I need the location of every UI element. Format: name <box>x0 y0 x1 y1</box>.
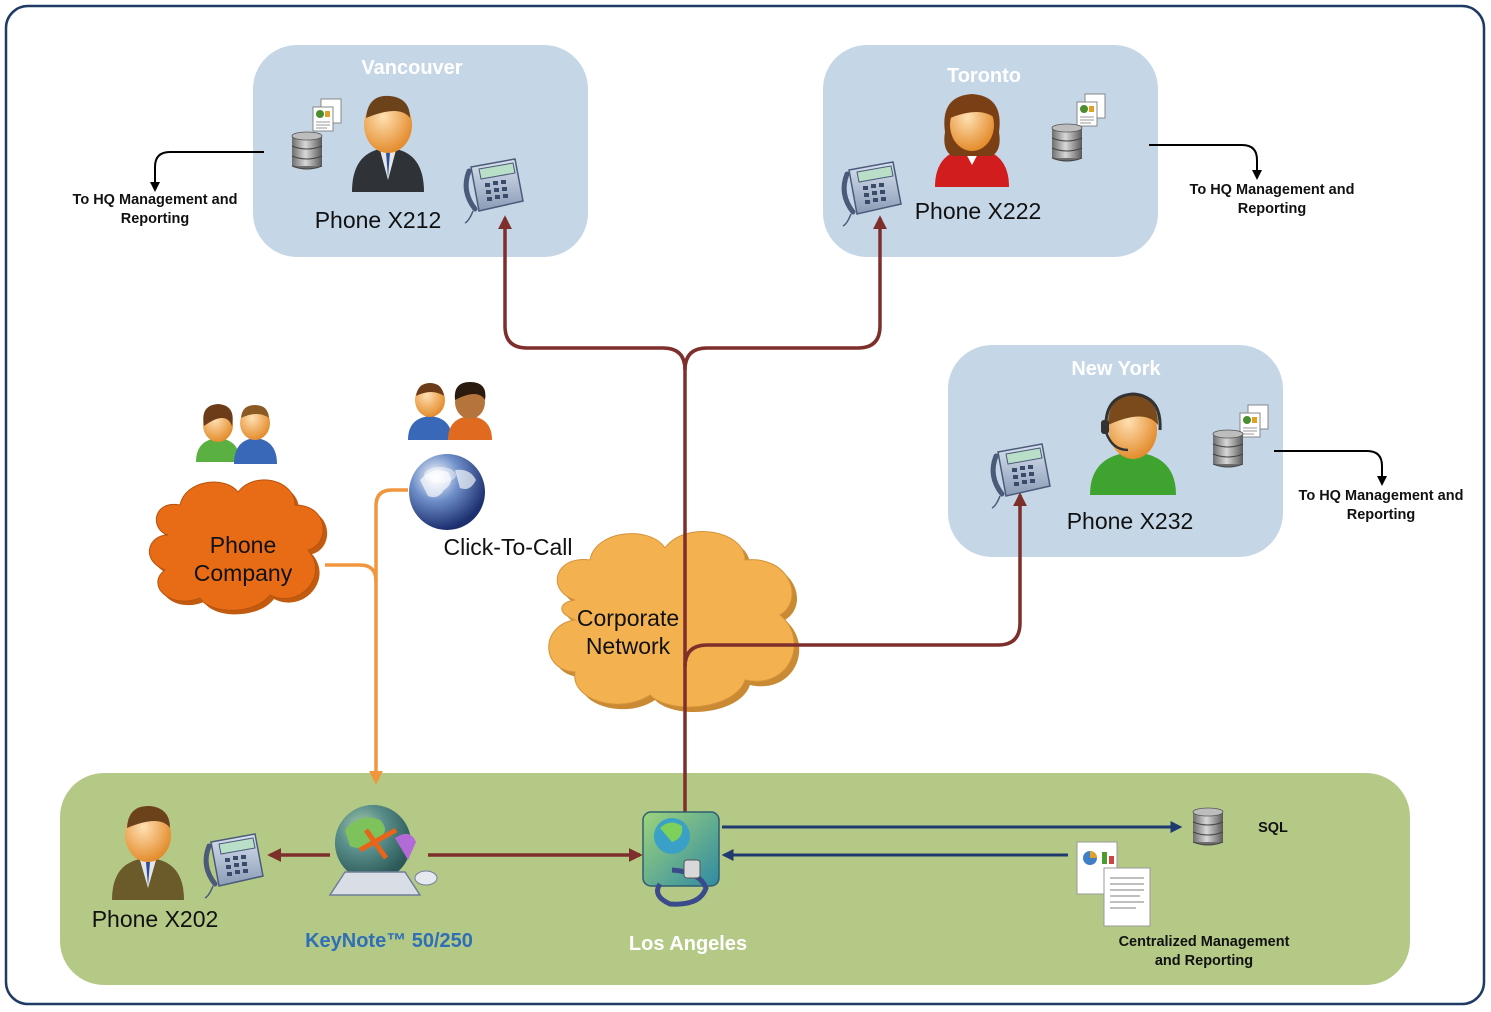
vancouver-phone-label: Phone X212 <box>315 207 442 233</box>
keynote-label: KeyNote™ 50/250 <box>305 930 473 952</box>
businessman-avatar-icon <box>112 805 184 900</box>
users-group-icon <box>408 382 492 440</box>
los-angeles-server-icon <box>642 811 720 907</box>
click-to-call-label: Click-To-Call <box>443 534 572 560</box>
globe-icon <box>409 454 485 530</box>
toronto-hq-arrow <box>1149 144 1262 180</box>
sql-label: SQL <box>1258 820 1288 836</box>
corporate-network-label-line2: Network <box>586 633 671 659</box>
vancouver-hq-label-line2: Reporting <box>121 211 189 227</box>
la-phone-label: Phone X202 <box>92 906 219 932</box>
toronto-hq-label-line1: To HQ Management and <box>1190 182 1355 198</box>
link-la-to-vancouver <box>498 215 687 815</box>
newyork-office-box <box>948 345 1283 557</box>
central-reporting-label-line1: Centralized Management <box>1119 934 1290 950</box>
vancouver-hq-label-line1: To HQ Management and <box>73 192 238 208</box>
sql-database-icon <box>1192 807 1224 846</box>
phone-company-label-line1: Phone <box>210 532 277 558</box>
newyork-phone-label: Phone X232 <box>1067 508 1194 534</box>
data-links <box>721 821 1183 861</box>
businesswoman-avatar-icon <box>935 94 1009 187</box>
link-la-to-newyork <box>683 492 1027 668</box>
toronto-title: Toronto <box>947 65 1021 87</box>
newyork-hq-arrow <box>1274 450 1387 486</box>
phone-company-links <box>325 488 408 785</box>
phone-company-cloud <box>148 479 328 615</box>
corporate-links <box>267 215 1027 862</box>
corporate-network-cloud <box>548 530 800 712</box>
link-la-to-toronto <box>683 215 887 371</box>
vancouver-title: Vancouver <box>361 57 462 79</box>
newyork-hq-label-line2: Reporting <box>1347 507 1415 523</box>
users-group-icon <box>196 404 277 464</box>
toronto-phone-label: Phone X222 <box>915 198 1042 224</box>
keynote-server-icon <box>328 805 438 896</box>
database-icon <box>291 131 323 170</box>
database-icon <box>1212 429 1244 468</box>
vancouver-hq-arrow <box>150 151 264 192</box>
central-reporting-label-line2: and Reporting <box>1155 953 1253 969</box>
businessman-avatar-icon <box>352 95 424 192</box>
phone-company-label-line2: Company <box>194 560 293 586</box>
newyork-hq-label-line1: To HQ Management and <box>1299 488 1464 504</box>
los-angeles-title: Los Angeles <box>629 933 747 955</box>
newyork-title: New York <box>1071 358 1161 380</box>
corporate-network-label-line1: Corporate <box>577 605 679 631</box>
database-icon <box>1051 123 1083 162</box>
hq-arrows <box>150 144 1387 486</box>
reports-icon <box>1076 841 1151 927</box>
support-agent-avatar-icon <box>1090 392 1176 495</box>
toronto-hq-label-line2: Reporting <box>1238 201 1306 217</box>
